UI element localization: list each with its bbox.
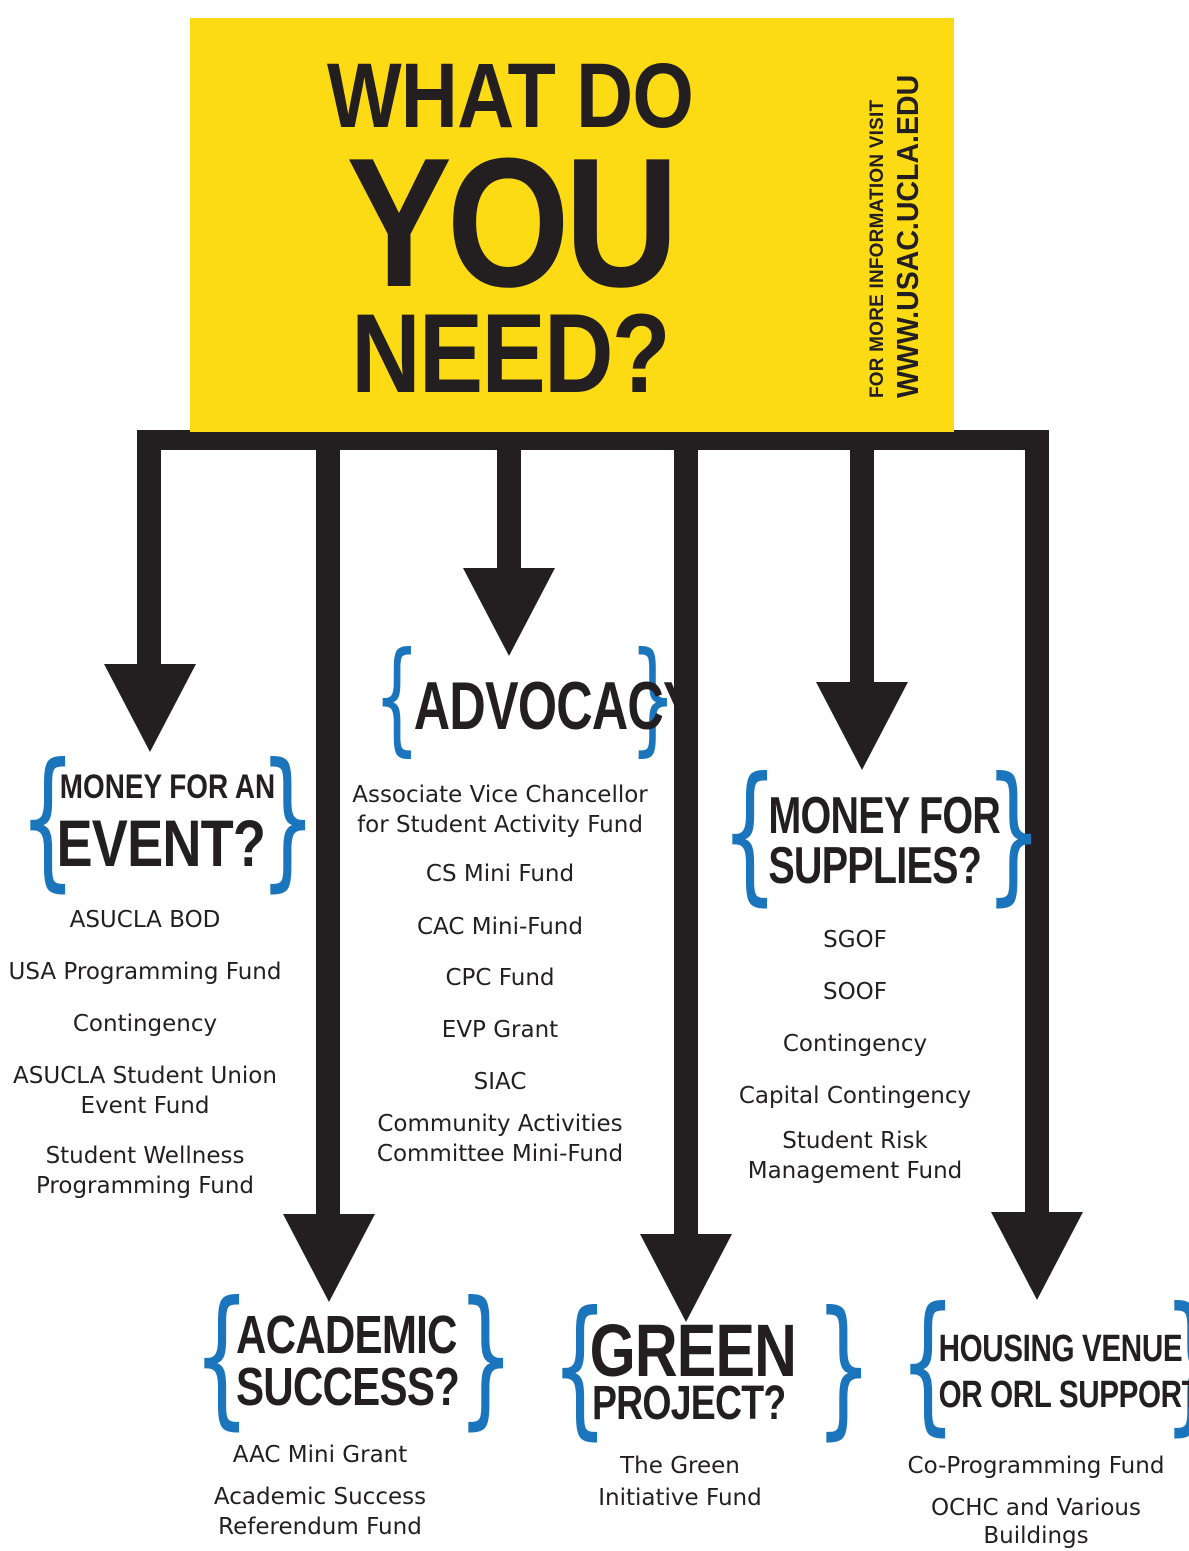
connector-bar bbox=[137, 430, 1049, 450]
category-event-line2: EVENT? bbox=[56, 806, 266, 880]
list-item: USA Programming Fund bbox=[8, 959, 282, 985]
list-item: Co-Programming Fund bbox=[907, 1453, 1165, 1479]
list-item: CAC Mini-Fund bbox=[417, 914, 583, 940]
list-item: AAC Mini Grant bbox=[232, 1442, 408, 1468]
list-item: Academic Success bbox=[213, 1484, 427, 1510]
arrow-head-supplies bbox=[816, 682, 908, 770]
arrow-head-green bbox=[640, 1234, 732, 1322]
arrow-shaft-housing bbox=[1025, 430, 1049, 1216]
list-item: Contingency bbox=[72, 1011, 218, 1037]
list-item: Student Wellness bbox=[45, 1143, 245, 1169]
arrow-shaft-event bbox=[137, 430, 161, 668]
list-item: Community Activities bbox=[377, 1111, 623, 1137]
title-line-2: YOU bbox=[346, 119, 679, 325]
list-item: SOOF bbox=[822, 979, 888, 1005]
list-item: Committee Mini-Fund bbox=[376, 1141, 624, 1167]
header-banner: WHAT DO YOU NEED? bbox=[190, 18, 954, 432]
category-housing-line1: HOUSING VENUE bbox=[938, 1328, 1183, 1370]
list-item: ASUCLA BOD bbox=[69, 907, 221, 933]
arrow-head-advocacy bbox=[463, 568, 555, 656]
arrow-head-event bbox=[104, 664, 196, 752]
list-item: CPC Fund bbox=[445, 965, 555, 991]
brace-right-icon: } bbox=[259, 732, 317, 906]
category-advocacy-title: ADVOCACY bbox=[413, 668, 697, 744]
brace-left-icon: { bbox=[721, 746, 779, 920]
title-line-3: NEED? bbox=[351, 291, 671, 416]
list-item: OCHC and Various bbox=[931, 1495, 1141, 1521]
arrow-shaft-advocacy bbox=[497, 430, 521, 572]
list-item: ASUCLA Student Union bbox=[13, 1063, 277, 1089]
list-item: Programming Fund bbox=[35, 1173, 255, 1199]
category-green-line2: PROJECT? bbox=[591, 1377, 786, 1430]
category-supplies-line2: SUPPLIES? bbox=[768, 837, 982, 895]
brace-left-icon: { bbox=[193, 1270, 251, 1444]
list-item: Event Fund bbox=[80, 1093, 210, 1119]
list-item: Student Risk bbox=[782, 1128, 928, 1154]
arrow-head-academic bbox=[283, 1214, 375, 1302]
list-item: Contingency bbox=[782, 1031, 928, 1057]
info-label: FOR MORE INFORMATION VISIT bbox=[867, 99, 888, 398]
arrow-head-housing bbox=[991, 1212, 1083, 1300]
list-item: Capital Contingency bbox=[738, 1083, 972, 1109]
brace-left-icon: { bbox=[899, 1276, 957, 1450]
brace-right-icon: } bbox=[457, 1270, 515, 1444]
brace-right-icon: } bbox=[815, 1280, 873, 1454]
arrow-shaft-supplies bbox=[850, 430, 874, 686]
title-line-1: WHAT DO bbox=[326, 45, 694, 147]
brace-right-icon: } bbox=[1163, 1288, 1189, 1438]
brace-right-icon: } bbox=[985, 746, 1043, 920]
list-item: EVP Grant bbox=[441, 1017, 559, 1043]
list-item: for Student Activity Fund bbox=[357, 812, 643, 838]
category-event-line1: MONEY FOR AN bbox=[59, 768, 276, 806]
list-item: Buildings bbox=[983, 1523, 1089, 1549]
brace-left-icon: { bbox=[373, 626, 421, 768]
info-url[interactable]: WWW.USAC.UCLA.EDU bbox=[890, 74, 925, 398]
list-item: Referendum Fund bbox=[218, 1514, 422, 1540]
list-item: SGOF bbox=[823, 927, 887, 953]
list-item: SIAC bbox=[473, 1069, 527, 1095]
list-item: Management Fund bbox=[747, 1158, 963, 1184]
list-item: The Green bbox=[620, 1453, 740, 1479]
category-supplies-line1: MONEY FOR bbox=[768, 787, 1001, 845]
list-item: Initiative Fund bbox=[598, 1485, 762, 1511]
arrow-shaft-academic bbox=[316, 430, 340, 1218]
brace-left-icon: { bbox=[19, 732, 77, 906]
list-item: Associate Vice Chancellor bbox=[352, 782, 648, 808]
category-academic-line1: ACADEMIC bbox=[235, 1305, 458, 1365]
category-academic-line2: SUCCESS? bbox=[235, 1357, 460, 1417]
brace-left-icon: { bbox=[551, 1280, 609, 1454]
arrow-shaft-green bbox=[674, 430, 698, 1238]
list-item: CS Mini Fund bbox=[425, 861, 575, 887]
brace-right-icon: } bbox=[629, 626, 677, 768]
category-green-line1: GREEN bbox=[589, 1309, 797, 1392]
category-housing-line2: OR ORL SUPPORT bbox=[938, 1374, 1189, 1416]
info-vertical-text: FOR MORE INFORMATION VISIT WWW.USAC.UCLA… bbox=[866, 38, 946, 398]
